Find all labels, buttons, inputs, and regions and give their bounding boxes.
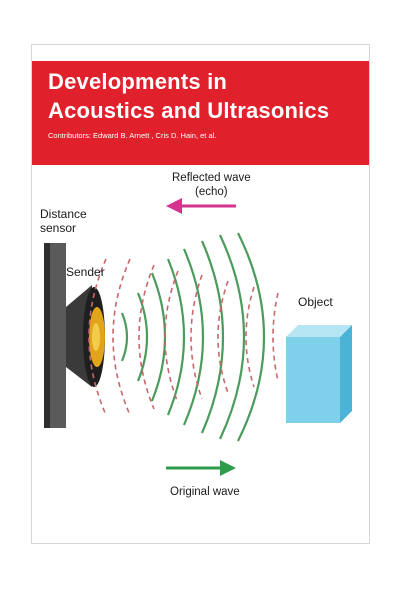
book-title-line-1: Developments in xyxy=(48,69,228,94)
reflected-wave-label-line-2: (echo) xyxy=(195,186,228,198)
distance-sensor-label: Distance sensor xyxy=(40,207,87,235)
book-cover: Developments in Acoustics and Ultrasonic… xyxy=(31,44,370,544)
ultrasonic-diagram xyxy=(44,198,352,476)
distance-sensor-label-line-1: Distance xyxy=(40,207,87,221)
sender-speaker xyxy=(83,287,105,387)
reflected-wave-arrow xyxy=(166,198,236,214)
original-wave-arrow xyxy=(166,460,236,476)
original-waves xyxy=(120,232,265,442)
contributors-text: Contributors: Edward B. Arnett , Cris D.… xyxy=(48,131,217,140)
object-label: Object xyxy=(298,295,333,309)
distance-sensor-label-line-2: sensor xyxy=(40,221,77,235)
title-banner: Developments in Acoustics and Ultrasonic… xyxy=(32,61,369,165)
reflected-wave-label-line-1: Reflected wave xyxy=(172,172,251,184)
reflected-waves xyxy=(88,258,279,416)
object-cube xyxy=(286,325,352,423)
original-wave-label: Original wave xyxy=(170,486,240,498)
book-title-line-2: Acoustics and Ultrasonics xyxy=(48,98,330,123)
reflected-wave-label: Reflected wave (echo) xyxy=(172,171,251,199)
sender-label: Sender xyxy=(66,265,105,279)
